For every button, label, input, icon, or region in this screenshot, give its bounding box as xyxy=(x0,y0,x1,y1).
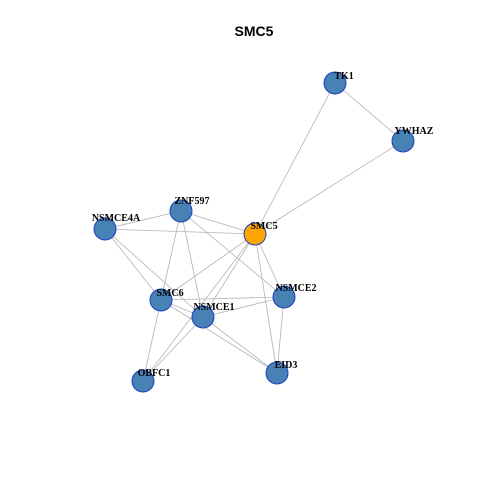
node-label-tk1: TK1 xyxy=(334,71,353,82)
edge-nsmce1-nsmce2 xyxy=(202,296,285,318)
edge-znf597-nsmce4a xyxy=(104,210,182,230)
node-label-smc5: SMC5 xyxy=(250,221,277,232)
edge-smc6-obfc1 xyxy=(142,299,162,382)
edge-znf597-nsmce2 xyxy=(180,210,285,298)
node-label-smc6: SMC6 xyxy=(156,288,183,299)
node-smc6[interactable] xyxy=(149,288,173,312)
edge-nsmce2-eid3 xyxy=(276,296,285,374)
edge-tk1-ywhaz xyxy=(334,82,404,142)
node-label-ywhaz: YWHAZ xyxy=(395,126,434,137)
node-label-nsmce4a: NSMCE4A xyxy=(92,213,141,224)
node-layer xyxy=(93,71,415,393)
node-label-obfc1: OBFC1 xyxy=(138,368,171,379)
node-obfc1[interactable] xyxy=(131,369,155,393)
edge-nsmce4a-smc5 xyxy=(104,228,256,235)
node-label-znf597: ZNF597 xyxy=(175,196,210,207)
diagram-title: SMC5 xyxy=(235,23,274,39)
edge-smc6-eid3 xyxy=(160,299,278,374)
node-nsmce4a[interactable] xyxy=(93,217,117,241)
edge-smc5-smc6 xyxy=(160,233,256,301)
node-tk1[interactable] xyxy=(323,71,347,95)
edge-smc5-nsmce1 xyxy=(202,233,256,318)
edge-layer xyxy=(104,82,404,382)
edge-nsmce4a-smc6 xyxy=(104,228,162,301)
node-smc5[interactable] xyxy=(243,222,267,246)
node-znf597[interactable] xyxy=(169,199,193,223)
edge-smc5-eid3 xyxy=(254,233,278,374)
node-label-nsmce1: NSMCE1 xyxy=(193,302,234,313)
edge-nsmce1-eid3 xyxy=(202,316,278,374)
node-label-eid3: EID3 xyxy=(275,360,298,371)
node-eid3[interactable] xyxy=(265,361,289,385)
edge-znf597-smc5 xyxy=(180,210,256,235)
edge-nsmce4a-nsmce1 xyxy=(104,228,204,318)
node-label-nsmce2: NSMCE2 xyxy=(275,283,316,294)
edge-tk1-smc5 xyxy=(254,82,336,235)
node-nsmce1[interactable] xyxy=(191,305,215,329)
edge-smc6-nsmce2 xyxy=(160,296,285,301)
edge-ywhaz-smc5 xyxy=(254,140,404,235)
node-ywhaz[interactable] xyxy=(391,129,415,153)
edge-nsmce1-obfc1 xyxy=(142,316,204,382)
edge-smc5-nsmce2 xyxy=(254,233,285,298)
node-nsmce2[interactable] xyxy=(272,285,296,309)
edge-znf597-smc6 xyxy=(160,210,182,301)
